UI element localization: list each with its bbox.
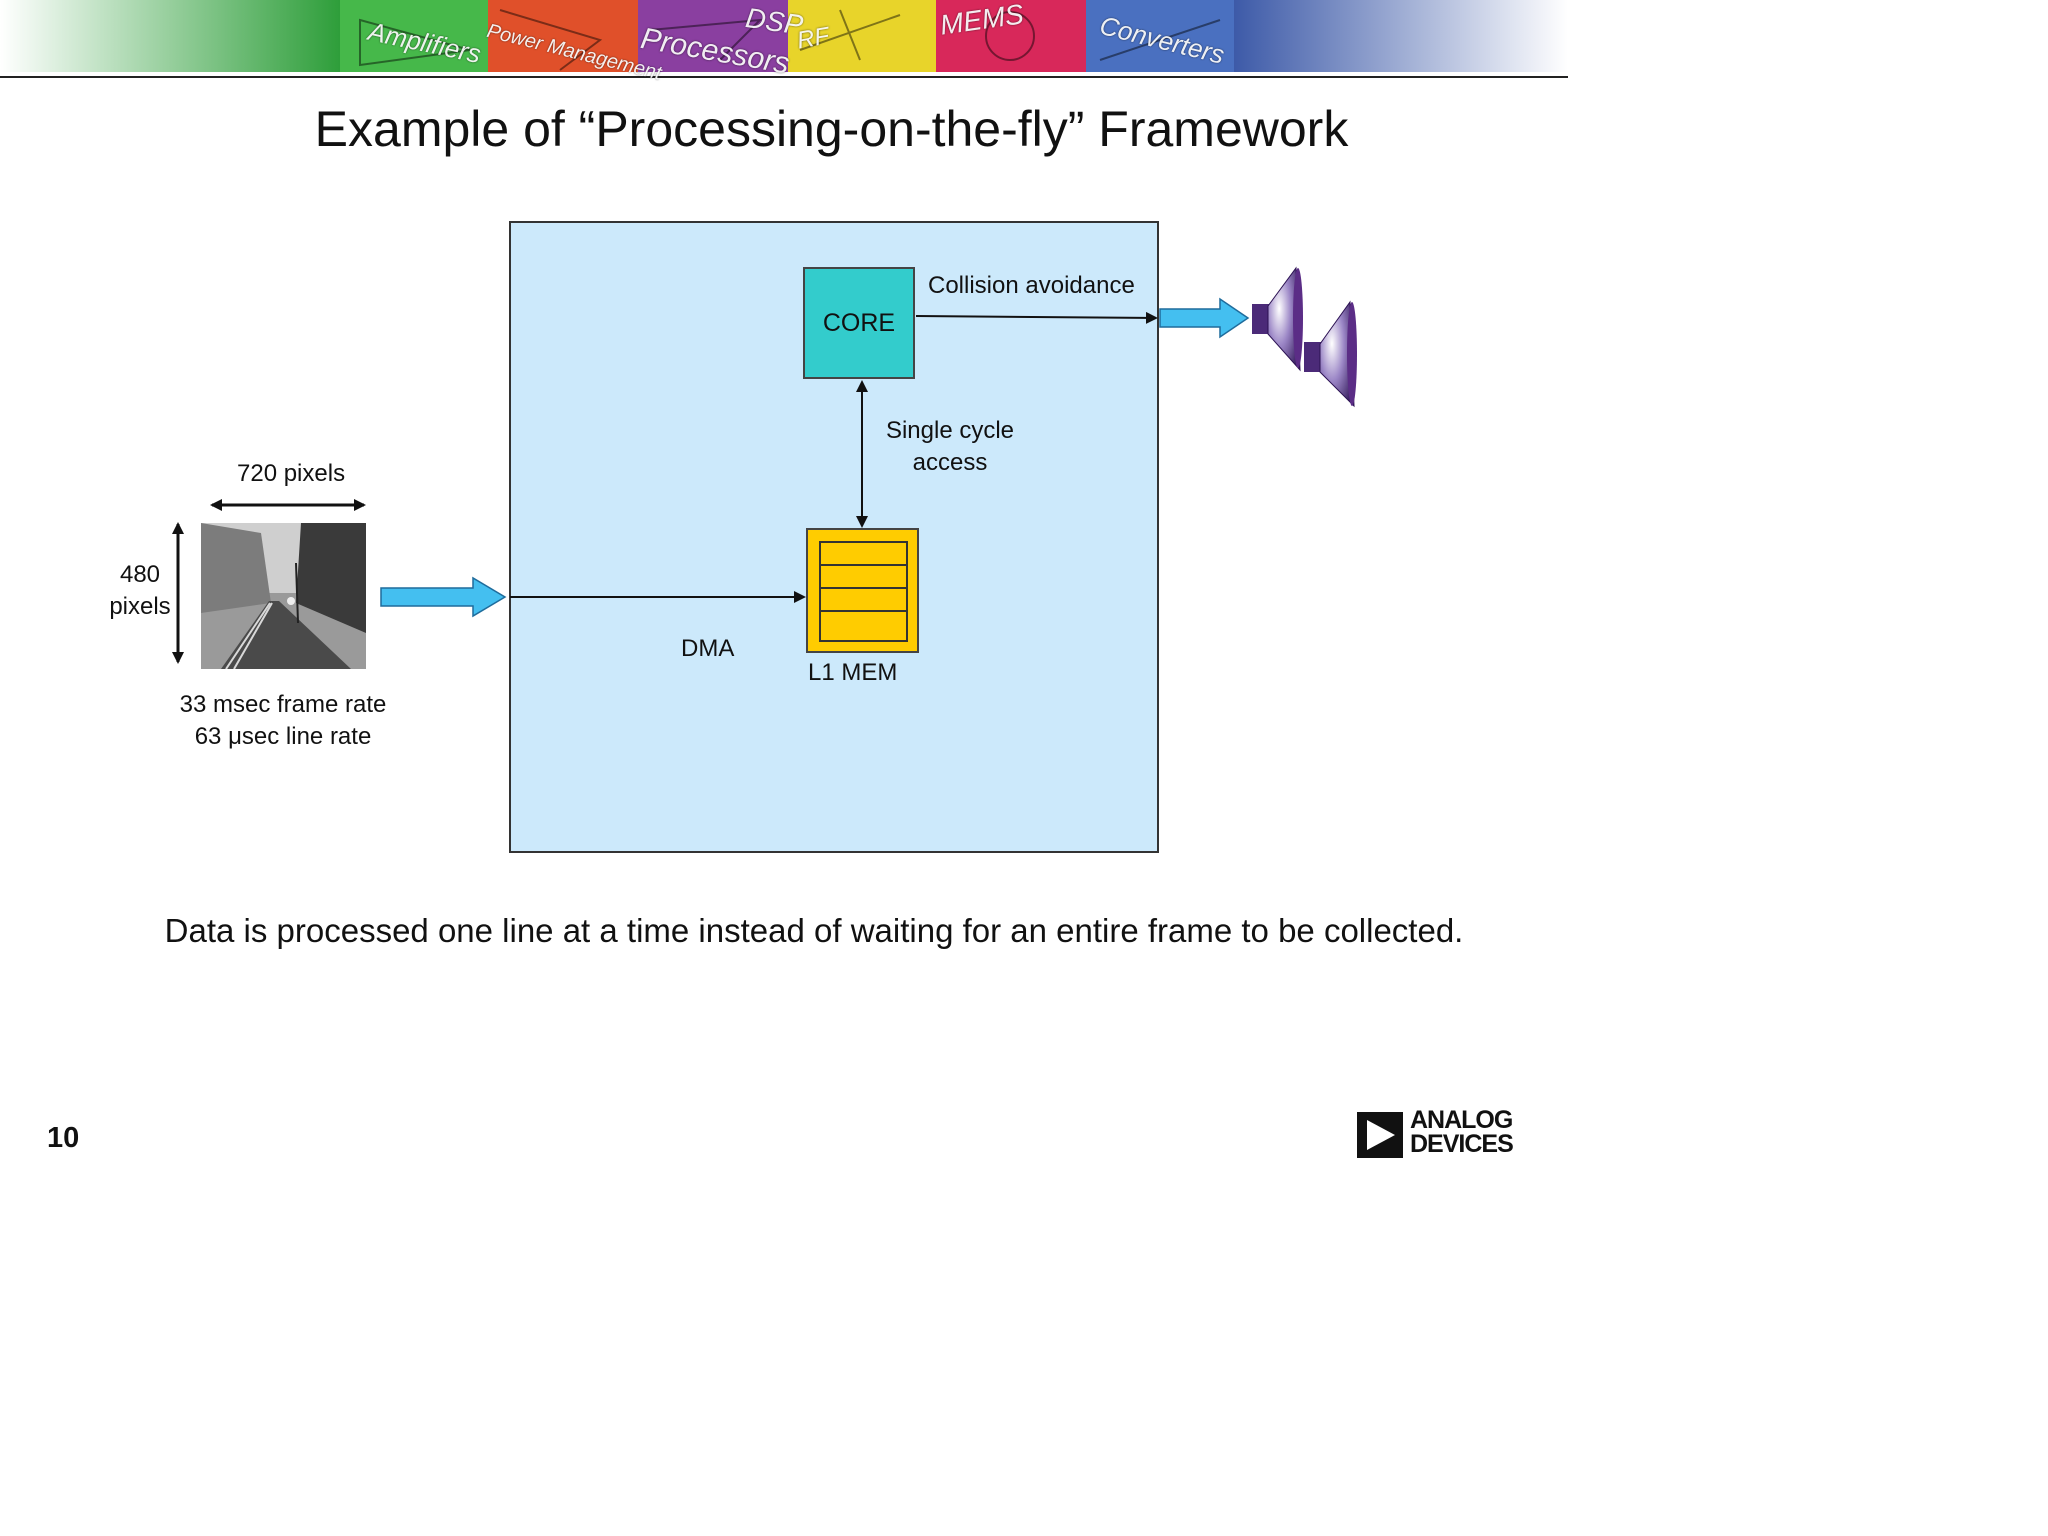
page-number: 10	[47, 1122, 80, 1154]
l1-memory-block	[806, 528, 919, 653]
speaker-icon	[1252, 266, 1357, 408]
single-cycle-label-line2: access	[912, 449, 988, 476]
footnote-text: Data is processed one line at a time ins…	[164, 912, 1464, 949]
collision-avoidance-label: Collision avoidance	[928, 272, 1135, 299]
l1-mem-label: L1 MEM	[808, 659, 898, 686]
analog-devices-logo-text: ANALOG DEVICES	[1410, 1106, 1514, 1158]
slide-title: Example of “Processing-on-the-fly” Frame…	[314, 101, 1349, 157]
collision-avoidance-arrow	[915, 311, 1158, 324]
banner-divider	[0, 76, 1568, 78]
core-block: CORE	[803, 267, 915, 379]
height-label-line2: pixels	[109, 593, 171, 620]
input-block-arrow	[380, 576, 507, 618]
logo-line1: ANALOG	[1410, 1106, 1513, 1134]
dma-label: DMA	[681, 635, 735, 662]
diagram-connectors	[172, 266, 1357, 664]
height-label-line1: 480	[119, 561, 161, 588]
output-block-arrow	[1159, 297, 1250, 339]
logo-line2: DEVICES	[1410, 1130, 1514, 1158]
single-cycle-label-line1: Single cycle	[885, 417, 1015, 444]
line-rate-label: 63 μsec line rate	[194, 723, 372, 750]
single-cycle-access-label: Single cycle access	[870, 415, 1030, 479]
height-label: 480 pixels	[100, 559, 180, 623]
memory-buffer-lines	[819, 541, 908, 642]
header-banner	[0, 0, 1568, 72]
frame-rate-label: 33 msec frame rate	[179, 691, 387, 718]
analog-devices-logo-icon	[1357, 1112, 1403, 1158]
core-label: CORE	[822, 308, 896, 337]
road-frame-image	[201, 523, 366, 669]
width-label: 720 pixels	[237, 460, 346, 487]
